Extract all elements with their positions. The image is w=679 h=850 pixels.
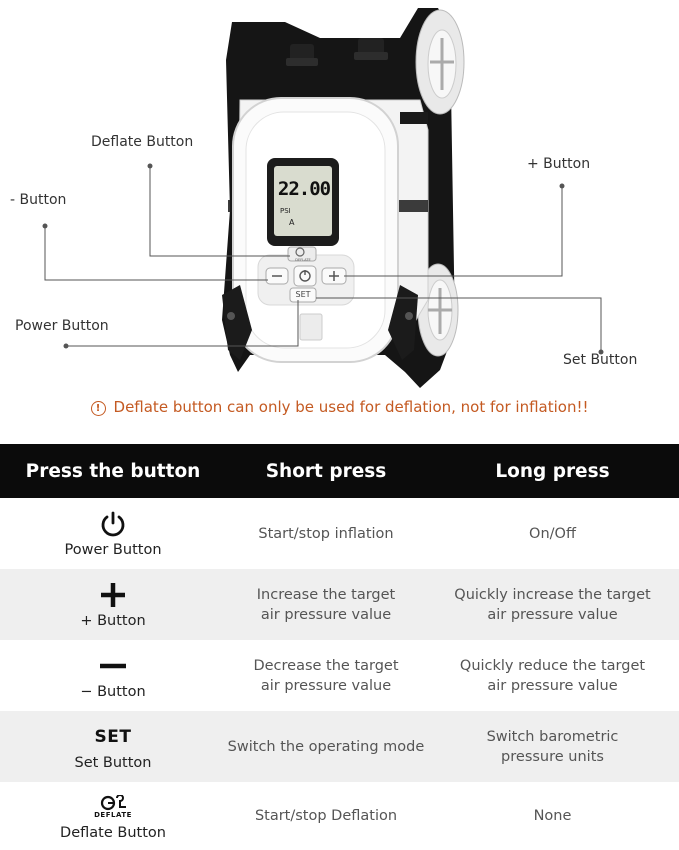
long-press-cell: On/Off [529,525,576,542]
device-set-label: SET [295,290,311,299]
button-name: + Button [80,613,146,629]
deflate-warning: ! Deflate button can only be used for def… [0,398,679,416]
button-cell: Power Button [0,509,226,558]
callout-set-button: Set Button [563,352,638,368]
header-long-press: Long press [495,460,610,482]
plus-icon [99,580,127,610]
short-press-cell: Start/stop Deflation [254,808,398,824]
callout-deflate-button: Deflate Button [91,134,194,150]
short-press-cell: Increase the target air pressure value [256,586,396,623]
lcd-unit: PSI [280,207,291,215]
set-icon: SET [94,727,132,747]
table-row: + Button Increase the target air pressur… [0,569,679,640]
deflate-icon: DEFLATE [94,792,132,822]
button-name: Deflate Button [60,824,166,841]
short-press-cell: Start/stop inflation [258,525,394,542]
table-row: Power Button Start/stop inflation On/Off [0,498,679,569]
deflate-icon-text: DEFLATE [94,810,132,819]
button-cell: + Button [0,580,226,629]
button-cell: DEFLATE Deflate Button [0,792,226,841]
header-press-the-button: Press the button [25,460,201,482]
minus-icon [98,651,128,681]
lcd-reading: 22.00 [277,178,331,200]
long-press-cell: None [533,808,572,824]
short-press-cell: Switch the operating mode [227,738,425,755]
product-illustration: 22.00 PSI A DEFLATE SET Deflate Button -… [0,0,679,395]
button-name: Power Button [64,542,162,558]
power-icon [99,509,127,539]
air-pump-image [42,8,604,388]
callout-power-button: Power Button [15,318,109,334]
deflate-warning-text: Deflate button can only be used for defl… [113,398,589,416]
callout-plus-button: + Button [527,156,591,172]
long-press-cell: Switch barometric pressure units [486,728,619,765]
short-press-cell: Decrease the target air pressure value [253,657,399,694]
callout-minus-button: - Button [10,192,67,208]
table-row: − Button Decrease the target air pressur… [0,640,679,711]
exclamation-circle-icon: ! [90,401,106,416]
header-short-press: Short press [265,460,387,482]
long-press-cell: Quickly reduce the target air pressure v… [459,657,646,694]
button-cell: SET Set Button [0,722,226,771]
device-deflate-label: DEFLATE [295,258,311,262]
table-row: SET Set Button Switch the operating mode… [0,711,679,782]
button-cell: − Button [0,651,226,700]
long-press-cell: Quickly increase the target air pressure… [454,586,651,623]
table-row: DEFLATE Deflate Button Start/stop Deflat… [0,782,679,850]
button-function-table: Press the button Short press Long press … [0,444,679,850]
table-header: Press the button Short press Long press [0,444,679,498]
button-name: Set Button [74,755,152,771]
lcd-mode-indicator: A [289,218,295,227]
button-name: − Button [80,684,146,700]
